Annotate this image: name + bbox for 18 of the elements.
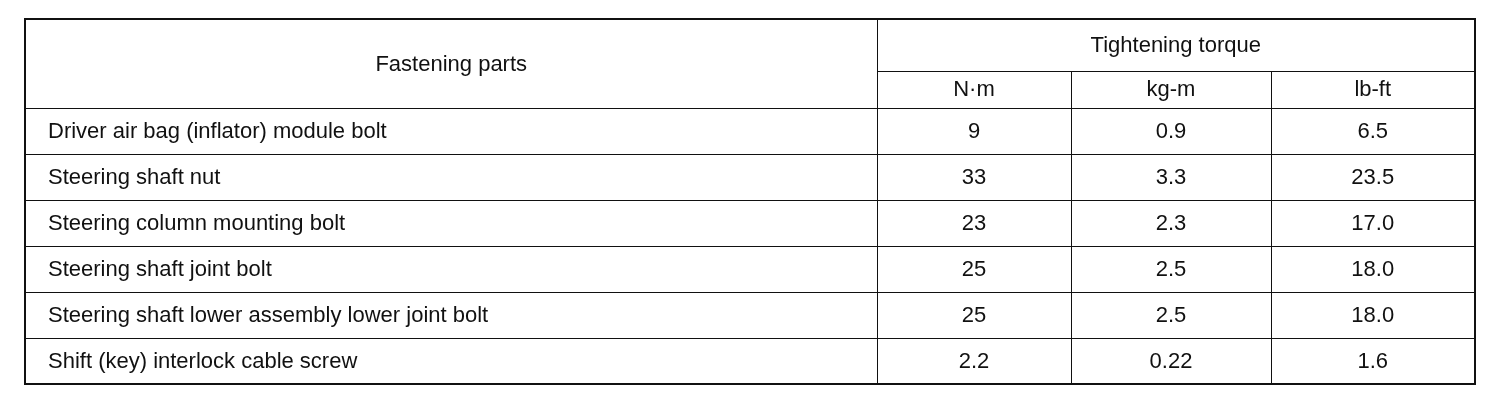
column-header: Fastening parts xyxy=(25,19,877,108)
torque-value: 2.5 xyxy=(1071,246,1271,292)
torque-value: 25 xyxy=(877,292,1071,338)
torque-value: 25 xyxy=(877,246,1071,292)
torque-value: 33 xyxy=(877,154,1071,200)
unit-header: kg-m xyxy=(1071,71,1271,108)
part-name: Steering shaft lower assembly lower joint bolt xyxy=(25,292,877,338)
torque-value: 23 xyxy=(877,200,1071,246)
part-name: Driver air bag (inflator) module bolt xyxy=(25,108,877,154)
part-name: Steering column mounting bolt xyxy=(25,200,877,246)
unit-header: N·m xyxy=(877,71,1071,108)
torque-value: 0.9 xyxy=(1071,108,1271,154)
part-name: Steering shaft joint bolt xyxy=(25,246,877,292)
torque-value: 2.3 xyxy=(1071,200,1271,246)
torque-value: 2.5 xyxy=(1071,292,1271,338)
torque-value: 3.3 xyxy=(1071,154,1271,200)
part-name: Steering shaft nut xyxy=(25,154,877,200)
torque-value: 9 xyxy=(877,108,1071,154)
